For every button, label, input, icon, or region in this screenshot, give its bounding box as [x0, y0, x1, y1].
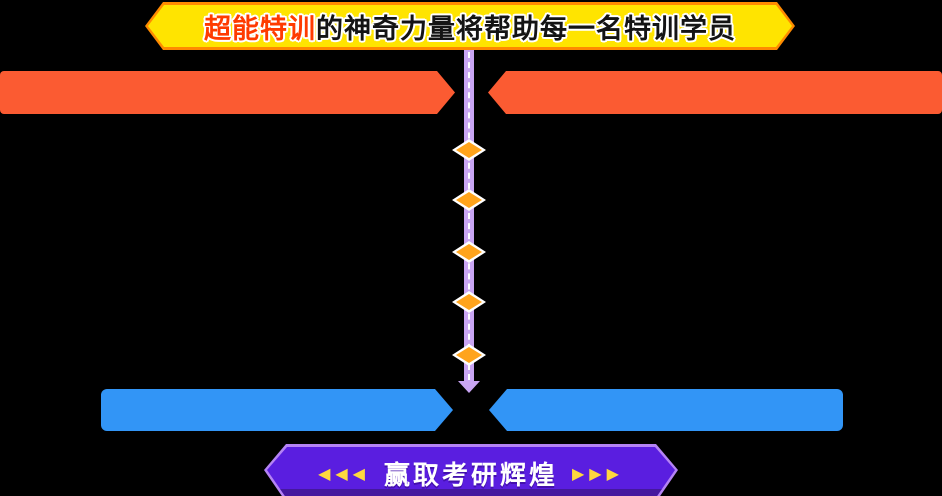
orange-arrow-left [0, 71, 455, 114]
blue-arrow-right [489, 389, 843, 431]
orange-arrow-right [488, 71, 942, 114]
bottom-banner-shadow-edge [267, 489, 675, 496]
top-banner-text: 超能特训的神奇力量将帮助每一名特训学员 [204, 7, 736, 46]
diamond-node-icon [452, 344, 486, 366]
left-triangles-icon: ◀◀◀ [318, 463, 370, 483]
blue-arrow-left [101, 389, 453, 431]
bottom-banner-face: ◀◀◀ 赢取考研辉煌 ▶▶▶ [267, 447, 675, 496]
diamond-node-icon [452, 291, 486, 313]
right-triangles-icon: ▶▶▶ [572, 463, 624, 483]
arrow-down-icon [458, 381, 480, 393]
diamond-node-icon [452, 241, 486, 263]
diamond-node-icon [452, 139, 486, 161]
bottom-banner-label: 赢取考研辉煌 [383, 460, 558, 491]
bottom-banner: ◀◀◀ 赢取考研辉煌 ▶▶▶ [264, 444, 678, 496]
top-banner-highlight-text: 超能特训 [204, 13, 316, 45]
bottom-banner-content: ◀◀◀ 赢取考研辉煌 ▶▶▶ [267, 447, 675, 496]
top-banner: 超能特训的神奇力量将帮助每一名特训学员 [145, 2, 795, 50]
flow-line [464, 50, 474, 382]
top-banner-face: 超能特训的神奇力量将帮助每一名特训学员 [148, 5, 792, 47]
diamond-node-icon [452, 189, 486, 211]
top-banner-rest-text: 的神奇力量将帮助每一名特训学员 [316, 13, 736, 45]
